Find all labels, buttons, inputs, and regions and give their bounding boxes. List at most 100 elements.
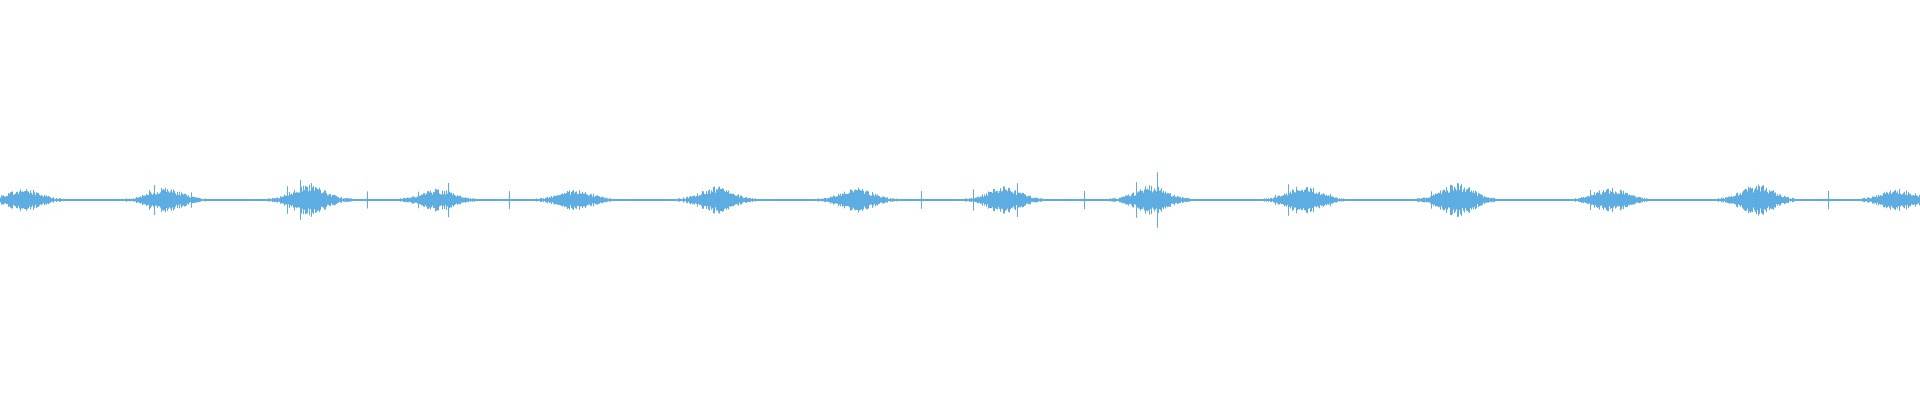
waveform-sample [442,190,443,210]
waveform-sample [1188,198,1189,202]
waveform-sample [1474,193,1475,207]
waveform-sample [158,193,159,206]
waveform-sample [710,193,711,207]
waveform-sample [1587,196,1588,204]
waveform-sample [1876,195,1877,205]
waveform-sample [996,190,997,210]
waveform-sample [307,186,308,214]
waveform-sample [714,186,715,214]
waveform-sample [591,194,592,206]
waveform-sample [449,191,450,209]
waveform-sample [1419,198,1420,202]
waveform-sample [1149,185,1150,215]
waveform-sample [1592,195,1593,205]
waveform-sample [1435,193,1436,207]
waveform-sample [1158,186,1159,214]
waveform-sample [164,189,165,211]
waveform-sample [1781,196,1782,204]
waveform-sample [1591,195,1592,205]
waveform-sample [991,192,992,209]
waveform-sample [1875,197,1876,203]
waveform-sample [171,189,172,211]
waveform-sample [1323,193,1324,207]
waveform-sample [426,193,427,207]
waveform-sample [715,192,716,208]
waveform-sample [1015,190,1016,210]
waveform-sample [1906,190,1907,210]
waveform-sample [1279,195,1280,205]
waveform-sample [1871,198,1872,202]
waveform-sample [1751,188,1752,212]
waveform-sample [1115,198,1116,202]
waveform-sample [1784,195,1785,205]
waveform-sample [281,196,282,204]
waveform-sample [834,196,835,204]
waveform-sample [688,198,689,202]
waveform-sample [1133,192,1134,208]
waveform-sample [1426,197,1427,203]
waveform-sample [2,195,3,205]
waveform-sample [605,198,606,202]
waveform-sample [1162,192,1163,208]
waveform-sample [133,198,134,202]
waveform-sample [185,194,186,206]
waveform-sample [686,197,687,203]
waveform-sample [1889,192,1890,208]
waveform-sample [1009,187,1010,213]
waveform-sample [415,197,416,203]
waveform-sample [153,193,154,207]
waveform-sample [1270,198,1271,202]
waveform-sample [450,192,451,208]
waveform-sample [582,192,583,208]
waveform-sample [1894,190,1895,210]
waveform-sample [547,196,548,204]
waveform-sample [573,190,574,210]
waveform-sample [438,189,439,211]
waveform-sample [1893,191,1894,209]
waveform-sample [16,191,17,209]
waveform-sample [1607,188,1608,212]
waveform-sample [824,198,825,202]
waveform-sample [1867,197,1868,203]
waveform-sample [418,191,419,209]
waveform-sample [691,196,692,204]
waveform-sample [343,198,344,202]
waveform-sample [989,192,990,208]
waveform-sample [322,192,323,208]
waveform-sample [138,197,139,203]
waveform-sample [1630,195,1631,205]
waveform-sample [1477,195,1478,205]
waveform-sample [592,196,593,204]
waveform-sample [1430,196,1431,204]
waveform-sample [745,197,746,203]
waveform-sample [1775,192,1776,208]
waveform-sample [12,191,13,209]
waveform-sample [1880,195,1881,205]
waveform-sample [1268,198,1269,202]
waveform-sample [589,195,590,205]
waveform-sample [1327,196,1328,204]
waveform-sample [1343,198,1344,202]
waveform-sample [1479,193,1480,207]
waveform-sample [1726,197,1727,203]
waveform-sample [1309,191,1310,208]
waveform-sample [28,191,29,209]
waveform-sample [129,198,130,202]
waveform-sample [548,198,549,202]
waveform-sample [1579,198,1580,202]
waveform-sample [1011,191,1012,209]
waveform-sample [431,192,432,208]
waveform-sample [896,198,897,202]
waveform-sample [1594,192,1595,208]
waveform-sample [878,196,879,204]
waveform-sample [1147,188,1148,212]
waveform-sample [19,191,20,209]
waveform-sample [1165,191,1166,209]
waveform-sample [1277,196,1278,204]
waveform-sample [155,194,156,206]
waveform-sample [607,198,608,202]
waveform-sample [316,187,317,213]
waveform-sample [1294,192,1295,208]
waveform-sample [979,197,980,203]
waveform-sample [1776,196,1777,204]
